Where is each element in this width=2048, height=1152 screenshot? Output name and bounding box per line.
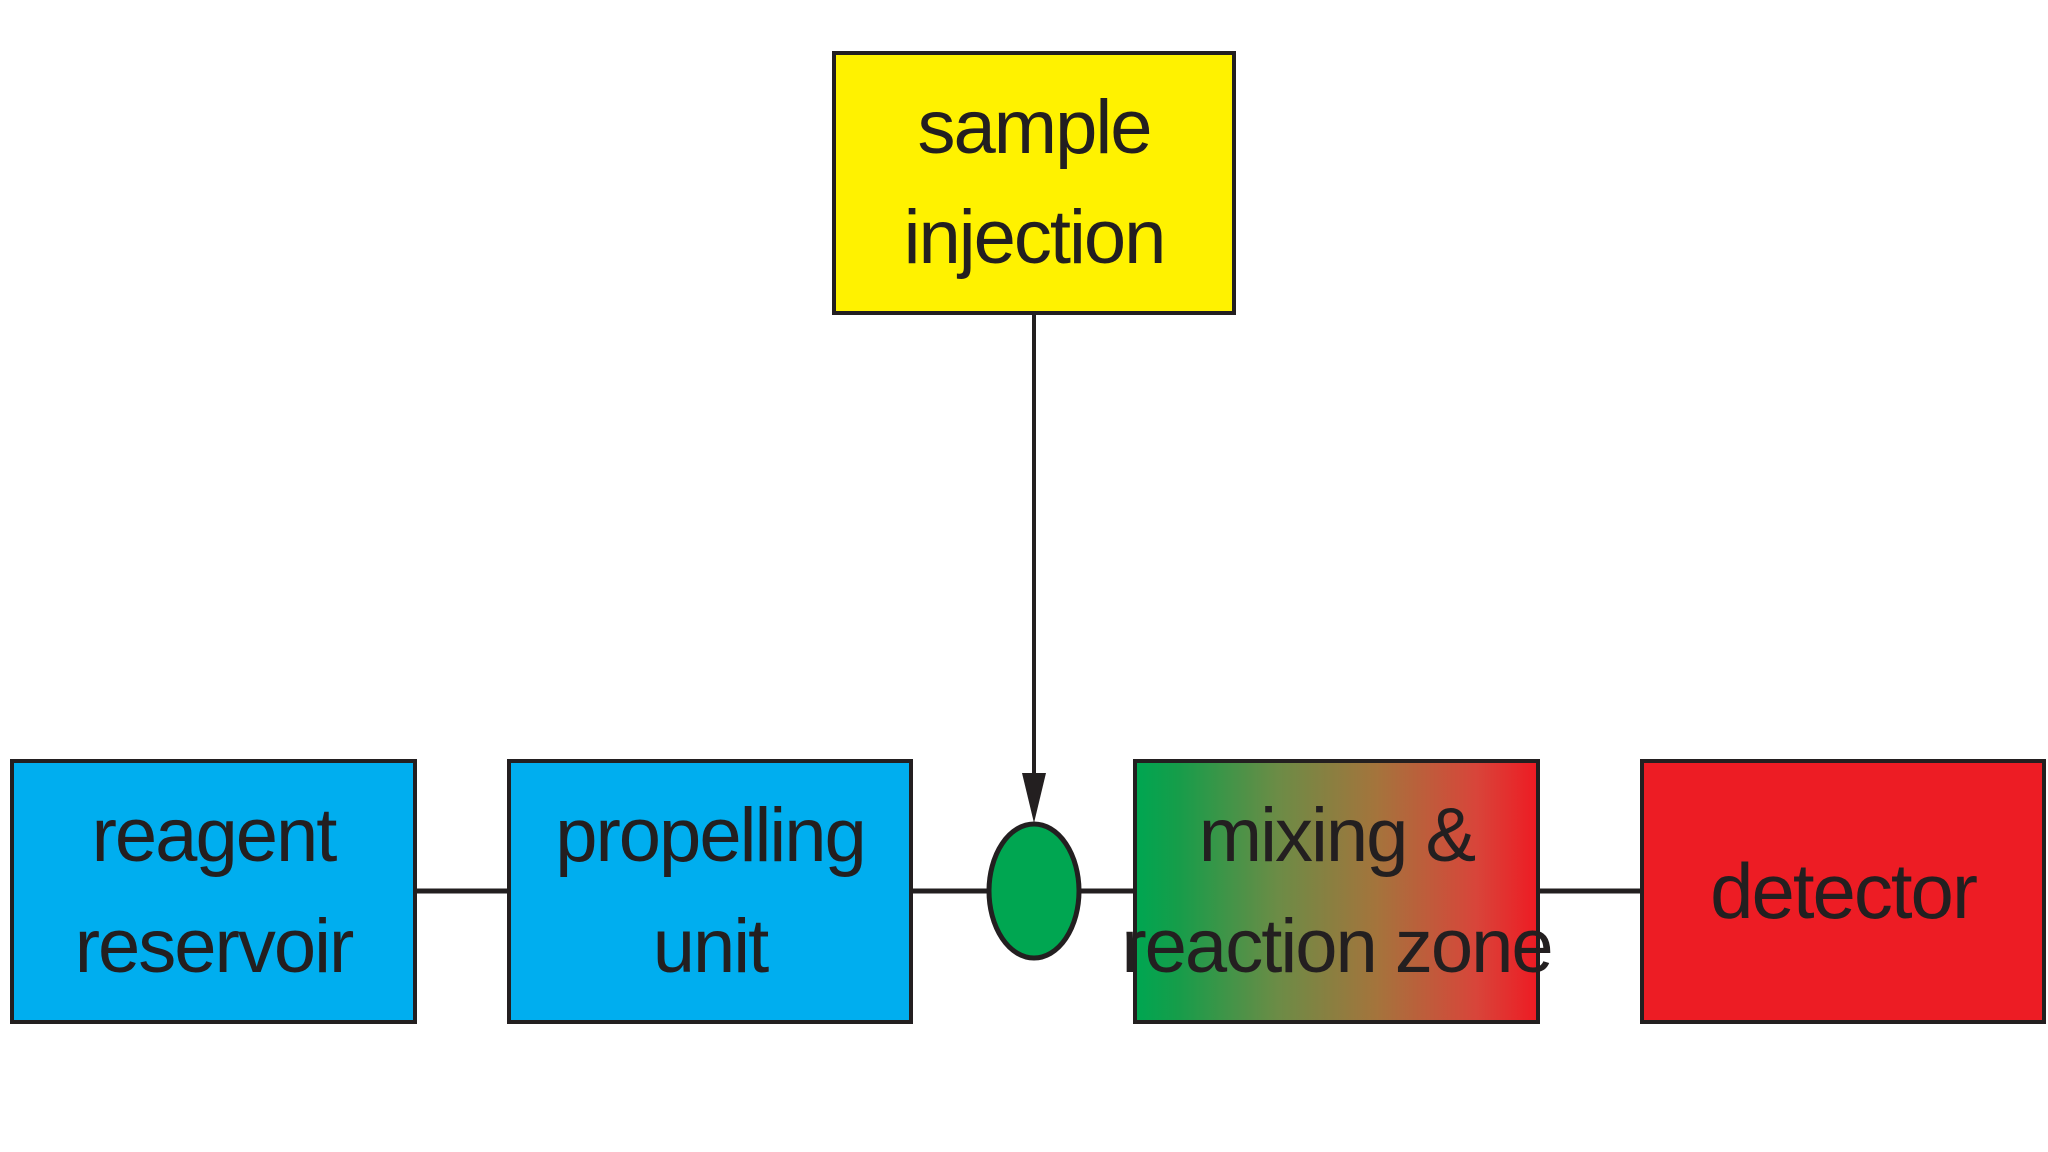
injection-point-circle: [986, 821, 1082, 961]
sample-injection-box: sample injection: [832, 51, 1236, 315]
detector-box: detector: [1640, 759, 2046, 1024]
propelling-unit-label-line2: unit: [652, 903, 770, 989]
reagent-reservoir-label-line1: reagent: [91, 793, 338, 879]
mixing-reaction-zone-label-line1: mixing &: [1198, 793, 1476, 879]
sample-injection-label-line2: injection: [903, 195, 1167, 280]
arrowhead-icon: [1022, 773, 1046, 823]
reagent-reservoir-label-line2: reservoir: [74, 903, 355, 989]
reagent-reservoir-box: reagent reservoir: [10, 759, 417, 1024]
detector-label: detector: [1710, 846, 1978, 935]
mixing-reaction-zone-label-line2: reaction zone: [1121, 903, 1553, 989]
propelling-unit-label-line1: propelling: [555, 793, 867, 879]
propelling-unit-box: propelling unit: [507, 759, 913, 1024]
mixing-reaction-zone-box: mixing & reaction zone: [1121, 759, 1554, 1024]
sample-injection-label-line1: sample: [917, 84, 1153, 170]
